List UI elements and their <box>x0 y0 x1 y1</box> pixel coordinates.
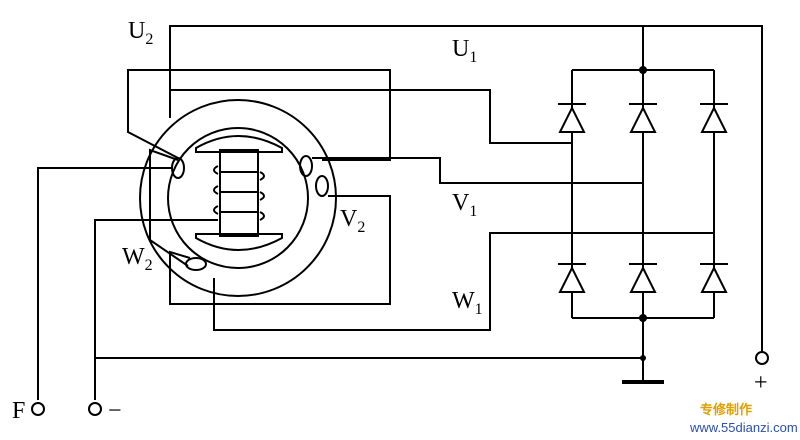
junction-dots <box>639 66 647 361</box>
wire-w2-loop <box>149 148 189 267</box>
label-w2: W2 <box>122 244 153 274</box>
diode-top-1 <box>558 103 586 133</box>
diode-bottom-2 <box>629 263 657 293</box>
stator-coil-v-right <box>299 155 313 177</box>
label-minus-terminal: − <box>108 398 122 424</box>
wiring <box>37 25 763 400</box>
label-f-terminal: F <box>12 398 25 424</box>
label-v2: V2 <box>340 206 365 236</box>
wire-u-loop <box>127 69 391 161</box>
diode-top-2 <box>629 103 657 133</box>
diode-top-3 <box>700 103 728 133</box>
diodes-positive <box>558 103 728 133</box>
diode-bottom-3 <box>700 263 728 293</box>
terminal-plus <box>755 351 769 365</box>
label-u2: U2 <box>128 18 153 48</box>
wire-v1 <box>312 157 643 184</box>
field-winding <box>213 165 265 221</box>
label-w1: W1 <box>452 288 483 318</box>
terminal-f <box>31 402 45 416</box>
wire-u2 <box>169 25 644 118</box>
diode-bottom-1 <box>558 263 586 293</box>
wire-w1 <box>213 232 714 331</box>
terminals <box>31 351 769 416</box>
label-u1: U1 <box>452 36 477 66</box>
terminal-minus <box>88 402 102 416</box>
rotor-pole-top <box>195 135 283 153</box>
rectifier-bridge <box>571 25 763 384</box>
wire-field-f <box>37 167 172 400</box>
wire-u1-out <box>170 89 572 144</box>
diodes-negative <box>558 263 728 293</box>
rotor-pole-bottom <box>195 233 283 251</box>
watermark-url: www.55dianzi.com <box>689 420 798 435</box>
stator-outer-ring <box>139 99 337 297</box>
label-plus-terminal: + <box>754 370 768 396</box>
wire-v2 <box>169 195 391 305</box>
stator-coil-w-bottom <box>185 257 207 271</box>
label-v1: V1 <box>452 190 477 220</box>
wire-field-neg <box>94 219 218 400</box>
watermark-chinese: 专修制作 <box>700 402 752 417</box>
stator-inner-ring <box>167 127 309 269</box>
stator-coil-v-right-2 <box>315 175 329 197</box>
